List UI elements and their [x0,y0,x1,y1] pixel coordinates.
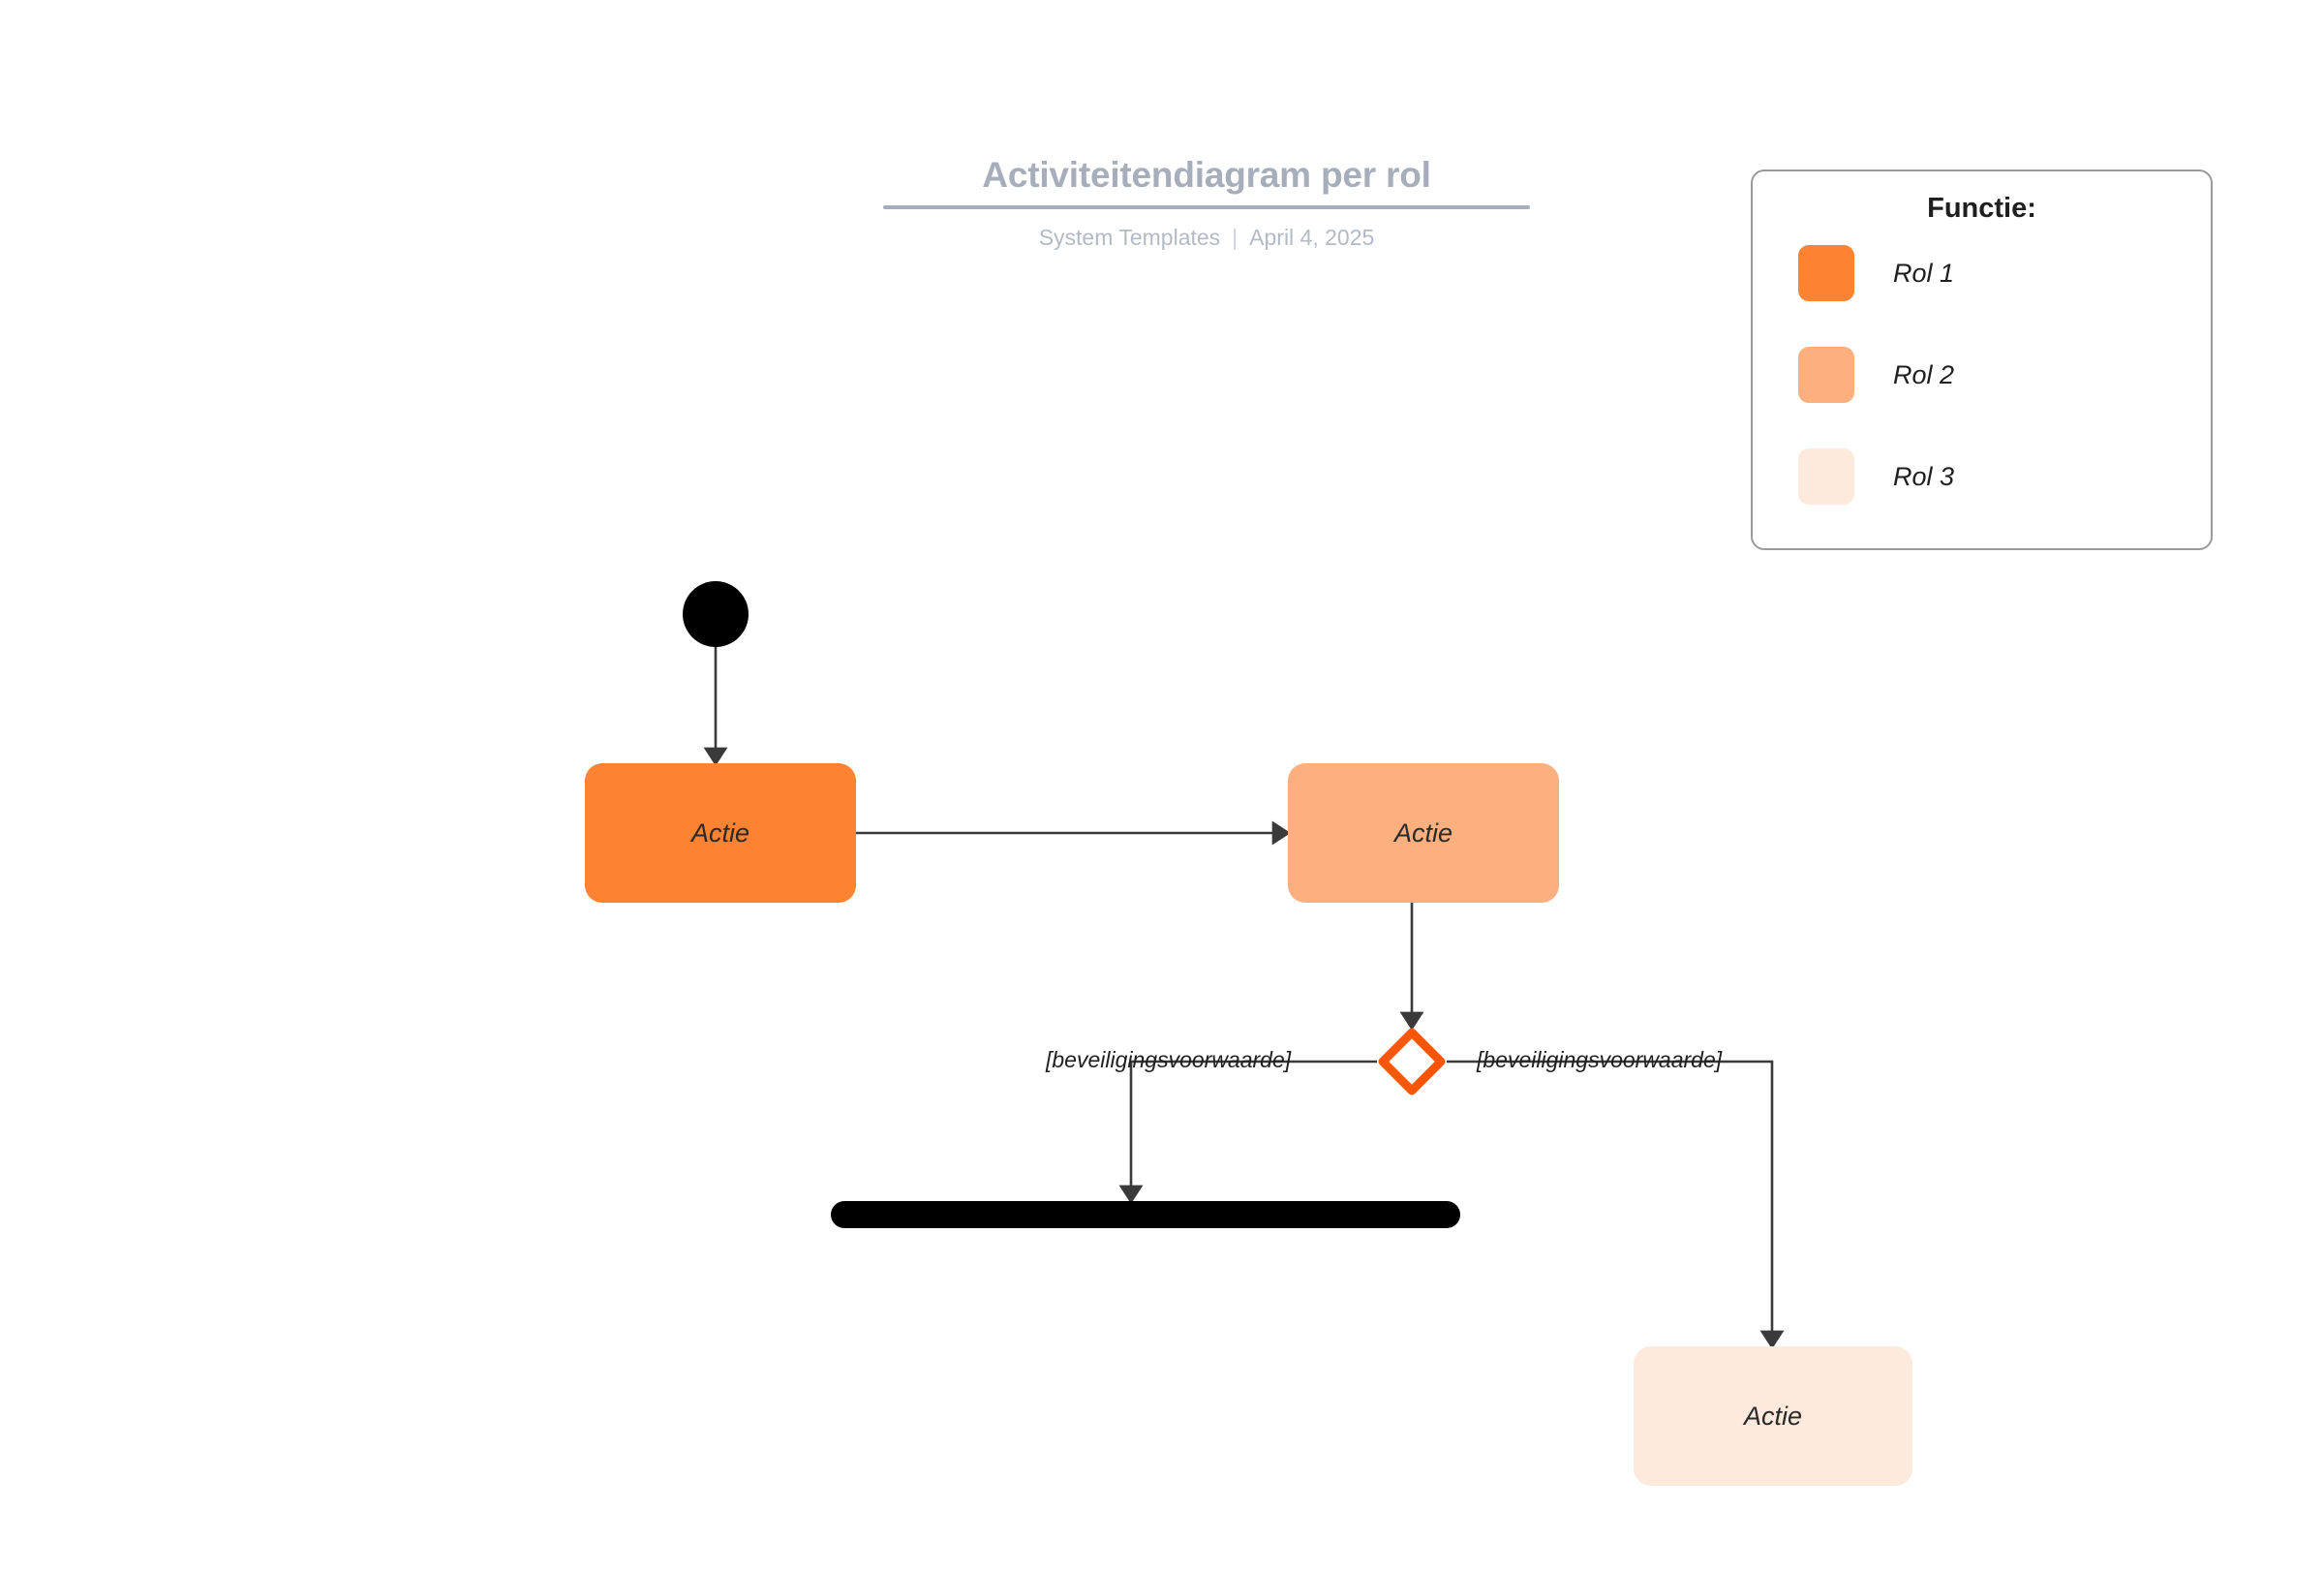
action-node-1-label: Actie [690,817,750,848]
guard-label-right: [beveiligingsvoorwaarde] [1477,1047,1723,1072]
start-node[interactable] [683,581,749,647]
subtitle-separator: | [1232,224,1238,250]
action-node-3[interactable]: Actie [1634,1346,1912,1486]
legend-swatch-rol-3 [1798,448,1854,505]
legend-item-rol-3[interactable]: Rol 3 [1798,448,1954,505]
action-node-2-label: Actie [1393,817,1453,848]
document-subtitle: System Templates | April 4, 2025 [883,225,1530,251]
fork-join-bar[interactable] [831,1201,1460,1228]
subtitle-source: System Templates [1038,224,1221,250]
edge-decision-right-branch [1447,1060,1785,1349]
legend-swatch-rol-2 [1798,347,1854,403]
legend-title: Functie: [1927,193,2036,224]
legend-label-rol-3: Rol 3 [1893,461,1955,491]
decision-diamond-icon[interactable] [1377,1027,1447,1096]
action-node-3-label: Actie [1743,1401,1803,1431]
action-node-2[interactable]: Actie [1288,763,1559,903]
guard-label-left: [beveiligingsvoorwaarde] [1046,1047,1292,1072]
legend-label-rol-1: Rol 1 [1893,258,1955,288]
document-header: Activiteitendiagram per rol System Templ… [883,155,1530,251]
legend-swatch-rol-1 [1798,245,1854,301]
page-title: Activiteitendiagram per rol [982,155,1431,195]
edge-decision-left-branch [1118,1060,1377,1204]
title-divider [883,204,1530,209]
legend-label-rol-2: Rol 2 [1893,359,1955,389]
subtitle-date: April 4, 2025 [1249,224,1375,250]
legend-panel: Functie: Rol 1 Rol 2 Rol 3 [1751,170,2213,550]
action-node-1[interactable]: Actie [585,763,856,903]
legend-item-rol-2[interactable]: Rol 2 [1798,347,1954,403]
legend-item-rol-1[interactable]: Rol 1 [1798,245,1954,301]
